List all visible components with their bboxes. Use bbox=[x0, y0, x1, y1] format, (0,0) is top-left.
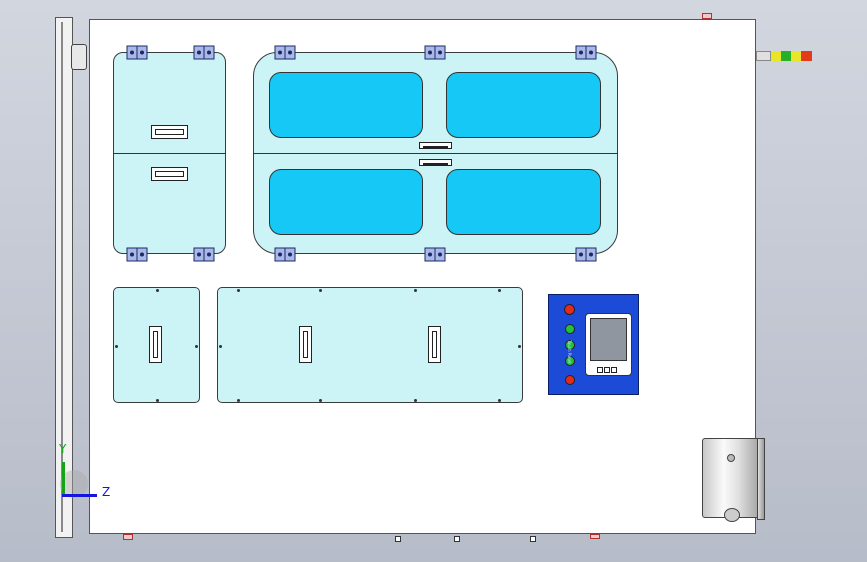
viewing-door-handle-upper[interactable] bbox=[419, 142, 452, 149]
screw bbox=[219, 345, 222, 348]
viewing-window-bottom-left bbox=[269, 169, 423, 235]
top-fitting bbox=[702, 13, 712, 19]
hinge bbox=[424, 44, 446, 61]
cabinet-foot bbox=[395, 536, 401, 542]
left-frame-inner-line bbox=[61, 22, 63, 532]
exhaust-duct bbox=[702, 438, 763, 518]
left-door-split bbox=[113, 153, 226, 154]
screw bbox=[498, 289, 501, 292]
screw bbox=[414, 289, 417, 292]
viewing-door-handle-lower[interactable] bbox=[419, 159, 452, 166]
control-panel-label: Touch Panel bbox=[567, 340, 572, 364]
lower-left-panel-handle[interactable] bbox=[149, 326, 162, 363]
lower-wide-panel-handle-right[interactable] bbox=[428, 326, 441, 363]
screw bbox=[319, 399, 322, 402]
screw bbox=[156, 399, 159, 402]
signal-tower-base bbox=[756, 51, 771, 61]
viewing-door-split bbox=[253, 153, 618, 154]
screw bbox=[195, 345, 198, 348]
hinge bbox=[126, 44, 148, 61]
triad-y-label: Y bbox=[59, 442, 67, 456]
hmi-button-3[interactable] bbox=[611, 367, 617, 373]
screw bbox=[518, 345, 521, 348]
indicator-red-top[interactable] bbox=[564, 304, 575, 315]
signal-tower-yellow bbox=[771, 51, 781, 61]
screw bbox=[237, 289, 240, 292]
left-fitting-top bbox=[71, 44, 87, 70]
hmi-button-2[interactable] bbox=[604, 367, 610, 373]
screw bbox=[237, 399, 240, 402]
indicator-green-3[interactable] bbox=[565, 356, 575, 366]
screw bbox=[115, 345, 118, 348]
signal-tower-red bbox=[801, 51, 812, 61]
bottom-fitting-right bbox=[590, 534, 600, 539]
screw bbox=[319, 289, 322, 292]
signal-tower-green bbox=[781, 51, 791, 61]
left-door-handle-upper[interactable] bbox=[151, 125, 188, 139]
hinge bbox=[575, 44, 597, 61]
lower-wide-panel-handle-left[interactable] bbox=[299, 326, 312, 363]
hinge bbox=[575, 246, 597, 263]
duct-wingnut bbox=[724, 508, 740, 522]
indicator-green-2[interactable] bbox=[565, 340, 575, 350]
viewing-window-bottom-right bbox=[446, 169, 601, 235]
exhaust-duct-flange bbox=[757, 438, 765, 520]
left-door-handle-lower[interactable] bbox=[151, 167, 188, 181]
hinge bbox=[193, 44, 215, 61]
viewing-window-top-left bbox=[269, 72, 423, 138]
screw bbox=[414, 399, 417, 402]
signal-tower-amber bbox=[791, 51, 801, 61]
left-frame-rail bbox=[55, 17, 73, 538]
triad-z-axis bbox=[62, 494, 97, 497]
hinge bbox=[126, 246, 148, 263]
triad-z-label: Z bbox=[102, 485, 111, 499]
indicator-green-1[interactable] bbox=[565, 324, 575, 334]
hinge bbox=[274, 44, 296, 61]
triad-y-axis bbox=[62, 462, 65, 497]
viewing-window-top-right bbox=[446, 72, 601, 138]
screw bbox=[498, 399, 501, 402]
hmi-button-1[interactable] bbox=[597, 367, 603, 373]
hmi-screen[interactable] bbox=[590, 318, 627, 361]
lower-wide-access-panel bbox=[217, 287, 523, 403]
cabinet-foot bbox=[454, 536, 460, 542]
hinge bbox=[274, 246, 296, 263]
duct-bolt bbox=[727, 454, 735, 462]
hinge bbox=[424, 246, 446, 263]
screw bbox=[156, 289, 159, 292]
indicator-red-bottom[interactable] bbox=[565, 375, 575, 385]
hinge bbox=[193, 246, 215, 263]
cabinet-foot bbox=[530, 536, 536, 542]
bottom-fitting-left bbox=[123, 534, 133, 540]
